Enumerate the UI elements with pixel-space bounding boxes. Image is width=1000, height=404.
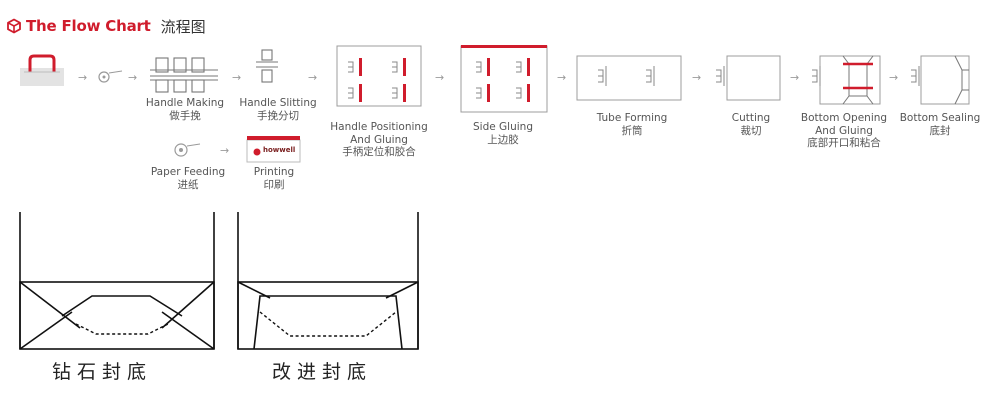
- side-gluing-icon: [460, 45, 548, 113]
- handle-positioning-icon: [336, 45, 422, 107]
- arrow-3: →: [232, 71, 242, 84]
- printing-logo-text: howwell: [263, 146, 296, 154]
- handle-slitting-icon: [256, 49, 278, 83]
- arrow-9: →: [889, 71, 899, 84]
- arrow-6: →: [557, 71, 567, 84]
- arrow-4: →: [308, 71, 318, 84]
- bottom-sealing-icon: [911, 55, 970, 105]
- improved-bottom-diagram: [237, 212, 419, 350]
- tube-forming-icon: [576, 55, 682, 101]
- cutting-icon: [716, 55, 781, 101]
- arrow-1: →: [78, 71, 88, 84]
- arrow-10: →: [220, 144, 230, 157]
- paper-feeding-icon: [174, 143, 201, 157]
- bottom-opening-icon: [812, 55, 881, 105]
- arrow-2: →: [128, 71, 138, 84]
- arrow-7: →: [692, 71, 702, 84]
- improved-bottom-caption: 改进封底: [272, 361, 373, 383]
- cube-logo-icon: [7, 18, 21, 34]
- diamond-bottom-caption: 钻石封底: [52, 361, 153, 383]
- flowchart-title: The Flow Chart 流程图: [6, 14, 206, 38]
- arrow-5: →: [435, 71, 445, 84]
- flow-icons: [20, 45, 970, 163]
- paper-roll-icon: [98, 70, 123, 83]
- title-english: The Flow Chart: [26, 17, 151, 35]
- diamond-bottom-diagram: [19, 212, 215, 350]
- handle-making-icon: [150, 57, 218, 93]
- title-chinese: 流程图: [160, 17, 206, 36]
- arrow-8: →: [790, 71, 800, 84]
- printing-icon: [246, 136, 301, 163]
- handle-material-icon: [20, 54, 64, 86]
